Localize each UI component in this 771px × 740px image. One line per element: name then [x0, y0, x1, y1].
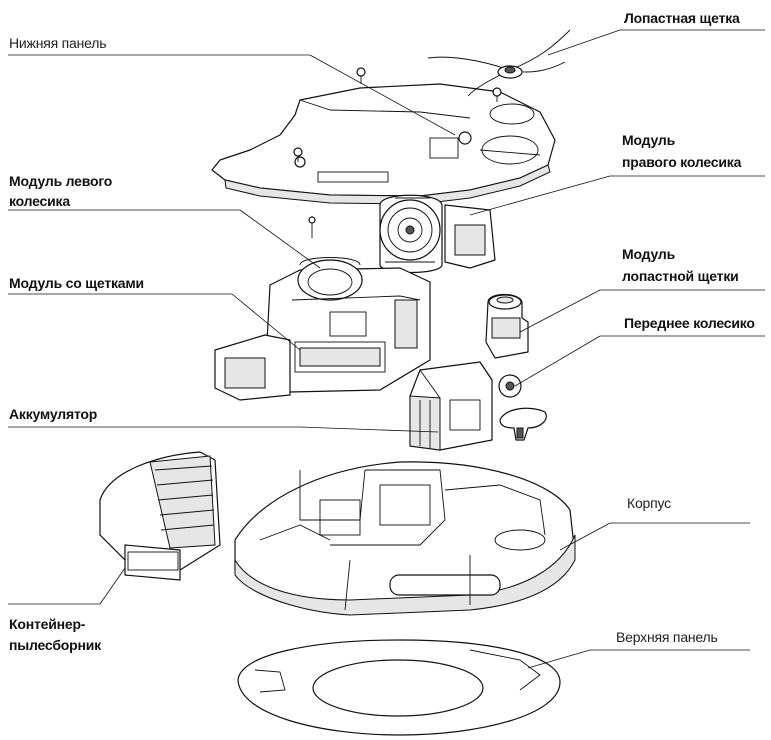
brush-module-part: [214, 257, 431, 401]
label-dust-bin-line2: пылесборник: [9, 637, 101, 653]
label-brush-module: Модуль со щетками: [9, 275, 144, 291]
top-panel-part: [237, 639, 561, 736]
label-right-wheel-line2: правого колесика: [622, 154, 742, 170]
right-wheel-module-part: [379, 194, 496, 274]
body-housing-part: [234, 461, 576, 616]
label-body: Корпус: [627, 495, 671, 511]
bottom-panel-part: [211, 83, 556, 205]
dust-bin-part: [99, 451, 221, 581]
front-wheel-part: [498, 374, 547, 441]
side-brush-part: [427, 29, 571, 97]
label-front-wheel: Переднее колесико: [624, 315, 755, 331]
label-battery: Аккумулятор: [9, 406, 98, 422]
leader-lines: [8, 29, 765, 669]
label-side-brush: Лопастная щетка: [624, 10, 740, 26]
label-top-panel: Верхняя панель: [616, 629, 718, 645]
label-side-brush-module-line1: Модуль: [622, 246, 675, 262]
side-brush-module-part: [485, 293, 529, 359]
battery-part: [409, 361, 493, 451]
label-right-wheel-line1: Модуль: [622, 132, 675, 148]
screw-part: [293, 67, 502, 238]
label-bottom-panel: Нижняя панель: [9, 35, 107, 51]
label-side-brush-module-line2: лопастной щетки: [622, 268, 739, 284]
label-left-wheel-line1: Модуль левого: [9, 173, 113, 189]
label-dust-bin-line1: Контейнер-: [9, 616, 86, 632]
label-left-wheel-line2: колесика: [9, 193, 70, 209]
